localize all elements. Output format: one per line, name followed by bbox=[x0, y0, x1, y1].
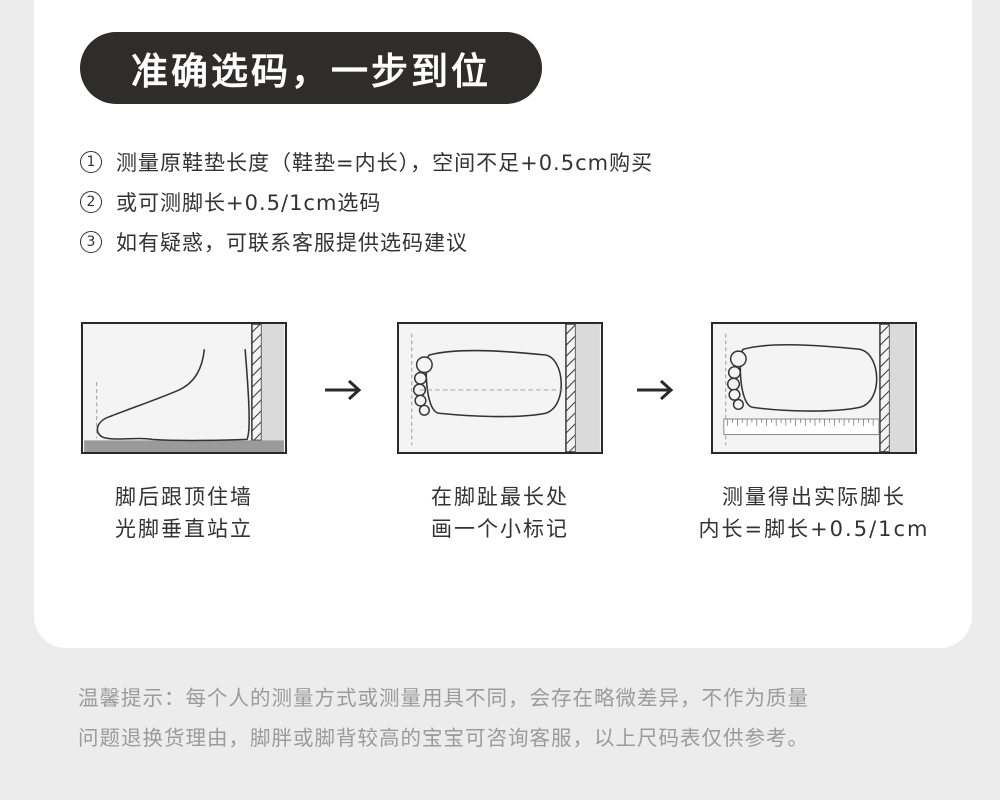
step-number: 1 bbox=[80, 151, 102, 173]
ruler bbox=[723, 418, 880, 436]
step-caption: 在脚趾最长处 画一个小标记 bbox=[397, 481, 603, 545]
step-item: 1 测量原鞋垫长度（鞋垫=内长），空间不足+0.5cm购买 bbox=[80, 142, 653, 182]
caption-line: 测量得出实际脚长 bbox=[722, 485, 906, 509]
caption-line: 脚后跟顶住墙 bbox=[115, 485, 253, 509]
caption-line: 内长=脚长+0.5/1cm bbox=[698, 517, 930, 541]
step-caption: 脚后跟顶住墙 光脚垂直站立 bbox=[81, 481, 287, 545]
step-caption: 测量得出实际脚长 内长=脚长+0.5/1cm bbox=[686, 481, 942, 545]
foot-ruler-icon bbox=[714, 324, 914, 452]
step-text: 如有疑惑，可联系客服提供选码建议 bbox=[116, 231, 468, 255]
foot-side-icon bbox=[84, 324, 284, 452]
foot-top-mark-icon bbox=[400, 324, 600, 452]
footnote: 温馨提示：每个人的测量方式或测量用具不同，会存在略微差异，不作为质量 问题退换货… bbox=[78, 678, 938, 758]
step-text: 测量原鞋垫长度（鞋垫=内长），空间不足+0.5cm购买 bbox=[116, 151, 654, 175]
footnote-line: 温馨提示：每个人的测量方式或测量用具不同，会存在略微差异，不作为质量 bbox=[78, 686, 809, 710]
step-item: 3 如有疑惑，可联系客服提供选码建议 bbox=[80, 222, 653, 262]
caption-line: 画一个小标记 bbox=[431, 517, 569, 541]
step-number: 3 bbox=[80, 231, 102, 253]
right-arrow-icon bbox=[323, 370, 363, 410]
foot-side-panel bbox=[81, 322, 287, 454]
foot-mark-panel bbox=[397, 322, 603, 454]
right-arrow-icon bbox=[635, 370, 675, 410]
step-item: 2 或可测脚长+0.5/1cm选码 bbox=[80, 182, 653, 222]
caption-line: 光脚垂直站立 bbox=[115, 517, 253, 541]
page-title: 准确选码，一步到位 bbox=[80, 32, 542, 104]
caption-line: 在脚趾最长处 bbox=[431, 485, 569, 509]
step-text: 或可测脚长+0.5/1cm选码 bbox=[116, 191, 382, 215]
steps-list: 1 测量原鞋垫长度（鞋垫=内长），空间不足+0.5cm购买 2 或可测脚长+0.… bbox=[80, 142, 653, 262]
step-number: 2 bbox=[80, 191, 102, 213]
footnote-line: 问题退换货理由，脚胖或脚背较高的宝宝可咨询客服，以上尺码表仅供参考。 bbox=[78, 726, 809, 750]
foot-ruler-panel bbox=[711, 322, 917, 454]
